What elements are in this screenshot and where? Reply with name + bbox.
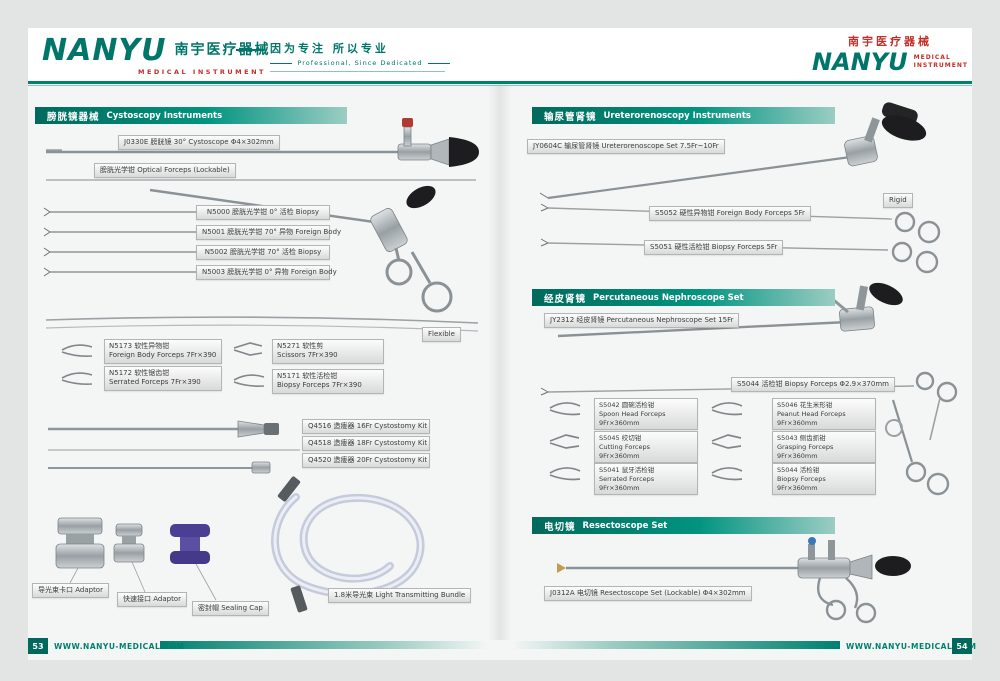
footer-strip-left xyxy=(160,641,488,649)
label-s5041: S5041 鼠牙活检钳 Serrated Forceps 9Fr×360mm xyxy=(594,463,698,496)
label-n5173-line1: N5173 软性异物钳 xyxy=(109,342,170,350)
label-flexible: Flexible xyxy=(422,327,461,343)
section-ureterorenoscopy-en: Ureterorenoscopy Instruments xyxy=(603,110,751,121)
label-jy2312: JY2312 经皮肾镜 Percutaneous Nephroscope Set… xyxy=(544,313,740,329)
label-n5002: N5002 膀胱光学钳 70° 活检 Biopsy xyxy=(196,245,330,261)
label-n5271-line2: Scissors 7Fr×390 xyxy=(277,351,338,360)
label-s5052: S5052 硬性异物钳 Foreign Body Forceps 5Fr xyxy=(649,206,811,222)
label-s5045: S5045 绞切钳 Cutting Forceps 9Fr×360mm xyxy=(594,431,698,464)
label-adaptor2: 快速接口 Adaptor xyxy=(117,592,187,608)
footer-url-right: WWW.NANYU-MEDICAL.COM xyxy=(846,642,977,651)
section-header-ureterorenoscopy: 输尿管肾镜 Ureterorenoscopy Instruments xyxy=(532,107,835,124)
brand-right-sub2: INSTRUMENT xyxy=(913,62,968,69)
label-n5000: N5000 膀胱光学钳 0° 活检 Biopsy xyxy=(196,205,330,221)
slogan-line-right xyxy=(427,62,450,64)
label-q4518: Q4518 造瘘器 18Fr Cystostomy Kit xyxy=(302,436,430,452)
label-q4516: Q4516 造瘘器 16Fr Cystostomy Kit xyxy=(302,419,430,435)
footer-url-left: WWW.NANYU-MEDICAL.COM xyxy=(54,642,185,651)
slogan-cn: 因为专注 所以专业 xyxy=(270,42,389,55)
slogan-underline xyxy=(270,71,445,72)
label-s5042-line2: Spoon Head Forceps xyxy=(599,409,666,418)
label-n5172-line1: N5172 软性锯齿钳 xyxy=(109,369,170,377)
label-s5043-line3: 9Fr×360mm xyxy=(777,451,818,460)
label-s5041-line1: S5041 鼠牙活检钳 xyxy=(599,466,655,474)
label-s5046-line2: Peanut Head Forceps xyxy=(777,409,846,418)
slogan-en: Professional, Since Dedicated xyxy=(297,59,423,67)
label-rigid: Rigid xyxy=(883,193,913,209)
label-n5171-line2: Biopsy Forceps 7Fr×390 xyxy=(277,381,362,390)
section-nephroscope-en: Percutaneous Nephroscope Set xyxy=(593,292,744,303)
label-j0312a: J0312A 电切镜 Resectoscope Set (Lockable) Φ… xyxy=(544,586,752,602)
label-n5173: N5173 软性异物钳 Foreign Body Forceps 7Fr×390 xyxy=(104,339,222,364)
label-s5051: S5051 硬性活检钳 Biopsy Forceps 5Fr xyxy=(644,240,784,256)
label-s5045-line3: 9Fr×360mm xyxy=(599,451,640,460)
header-rule-thin xyxy=(28,85,972,86)
label-q4520: Q4520 造瘘器 20Fr Cystostomy Kit xyxy=(302,453,430,469)
section-header-cystoscopy: 膀胱镜器械 Cystoscopy Instruments xyxy=(35,107,347,124)
header-rule xyxy=(28,81,972,84)
brand-right-name: NANYU xyxy=(812,48,908,76)
divider-dash xyxy=(236,49,264,51)
label-s5044-long: S5044 活检钳 Biopsy Forceps Φ2.9×370mm xyxy=(731,377,895,393)
section-ureterorenoscopy-cn: 输尿管肾镜 xyxy=(544,111,597,123)
page-number-left: 53 xyxy=(28,638,48,654)
section-nephroscope-cn: 经皮肾镜 xyxy=(544,293,587,305)
label-n5171-line1: N5171 软性活检钳 xyxy=(277,372,338,380)
section-cystoscopy-cn: 膀胱镜器械 xyxy=(47,111,100,123)
label-s5041-line3: 9Fr×360mm xyxy=(599,483,640,492)
label-s5043-line2: Grasping Forceps xyxy=(777,442,834,451)
label-s5041-line2: Serrated Forceps xyxy=(599,474,655,483)
label-n5172-line2: Serrated Forceps 7Fr×390 xyxy=(109,378,201,387)
label-n5173-line2: Foreign Body Forceps 7Fr×390 xyxy=(109,351,217,360)
slogan-line-left xyxy=(270,62,293,64)
brand-right-sub1: MEDICAL xyxy=(913,53,951,61)
label-n5171: N5171 软性活检钳 Biopsy Forceps 7Fr×390 xyxy=(272,369,384,394)
label-s5043-line1: S5043 侧齿抓钳 xyxy=(777,434,826,442)
section-cystoscopy-en: Cystoscopy Instruments xyxy=(106,110,223,121)
label-n5172: N5172 软性锯齿钳 Serrated Forceps 7Fr×390 xyxy=(104,366,222,391)
section-resectoscope-cn: 电切镜 xyxy=(544,521,576,533)
label-n5001: N5001 膀胱光学钳 70° 异物 Foreign Body xyxy=(196,225,341,241)
section-resectoscope-en: Resectoscope Set xyxy=(582,520,668,531)
label-s5042: S5042 圆碗活检钳 Spoon Head Forceps 9Fr×360mm xyxy=(594,398,698,431)
footer-strip-right xyxy=(512,641,840,649)
label-cystoscope: J0330E 膀胱镜 30° Cystoscope Φ4×302mm xyxy=(118,135,280,151)
label-s5044-grid: S5044 活检钳 Biopsy Forceps 9Fr×360mm xyxy=(772,463,876,496)
label-s5044-grid-line1: S5044 活检钳 xyxy=(777,466,820,474)
label-sealing-cap: 密封帽 Sealing Cap xyxy=(192,601,269,617)
page-gutter xyxy=(488,84,512,640)
brand-logo-left: NANYU 南宇医疗器械 MEDICAL INSTRUMENT xyxy=(42,33,271,77)
page-number-right: 54 xyxy=(952,638,972,654)
label-n5271-line1: N5271 软性剪 xyxy=(277,342,324,350)
brand-name-cn: 南宇医疗器械 xyxy=(174,42,271,58)
brand-logo-right: 南宇医疗器械 NANYU MEDICAL INSTRUMENT xyxy=(812,33,968,74)
label-s5042-line3: 9Fr×360mm xyxy=(599,418,640,427)
label-n5271: N5271 软性剪 Scissors 7Fr×390 xyxy=(272,339,384,364)
brand-right-cn: 南宇医疗器械 xyxy=(847,35,932,48)
label-s5044-grid-line2: Biopsy Forceps xyxy=(777,474,826,483)
label-s5045-line1: S5045 绞切钳 xyxy=(599,434,642,442)
brand-name: NANYU xyxy=(42,33,167,68)
label-s5046: S5046 花生米形钳 Peanut Head Forceps 9Fr×360m… xyxy=(772,398,876,431)
label-light-bundle: 1.8米导光束 Light Transmitting Bundle xyxy=(328,588,472,604)
label-adaptor1: 导光束卡口 Adaptor xyxy=(32,583,109,599)
brand-slogan: 因为专注 所以专业 Professional, Since Dedicated xyxy=(270,40,450,72)
label-n5003: N5003 膀胱光学钳 0° 异物 Foreign Body xyxy=(196,265,337,281)
brand-subtitle: MEDICAL INSTRUMENT xyxy=(138,68,266,76)
label-s5046-line3: 9Fr×360mm xyxy=(777,418,818,427)
section-header-resectoscope: 电切镜 Resectoscope Set xyxy=(532,517,835,534)
label-optical-forceps: 膀胱光学钳 Optical Forceps (Lockable) xyxy=(94,163,236,179)
label-s5043: S5043 侧齿抓钳 Grasping Forceps 9Fr×360mm xyxy=(772,431,876,464)
header-band xyxy=(28,28,972,81)
section-header-nephroscope: 经皮肾镜 Percutaneous Nephroscope Set xyxy=(532,289,835,306)
label-s5042-line1: S5042 圆碗活检钳 xyxy=(599,401,655,409)
label-s5045-line2: Cutting Forceps xyxy=(599,442,650,451)
label-s5046-line1: S5046 花生米形钳 xyxy=(777,401,833,409)
label-s5044-grid-line3: 9Fr×360mm xyxy=(777,483,818,492)
label-jy0604c: JY0604C 输尿管肾镜 Ureterorenoscope Set 7.5Fr… xyxy=(527,139,725,155)
